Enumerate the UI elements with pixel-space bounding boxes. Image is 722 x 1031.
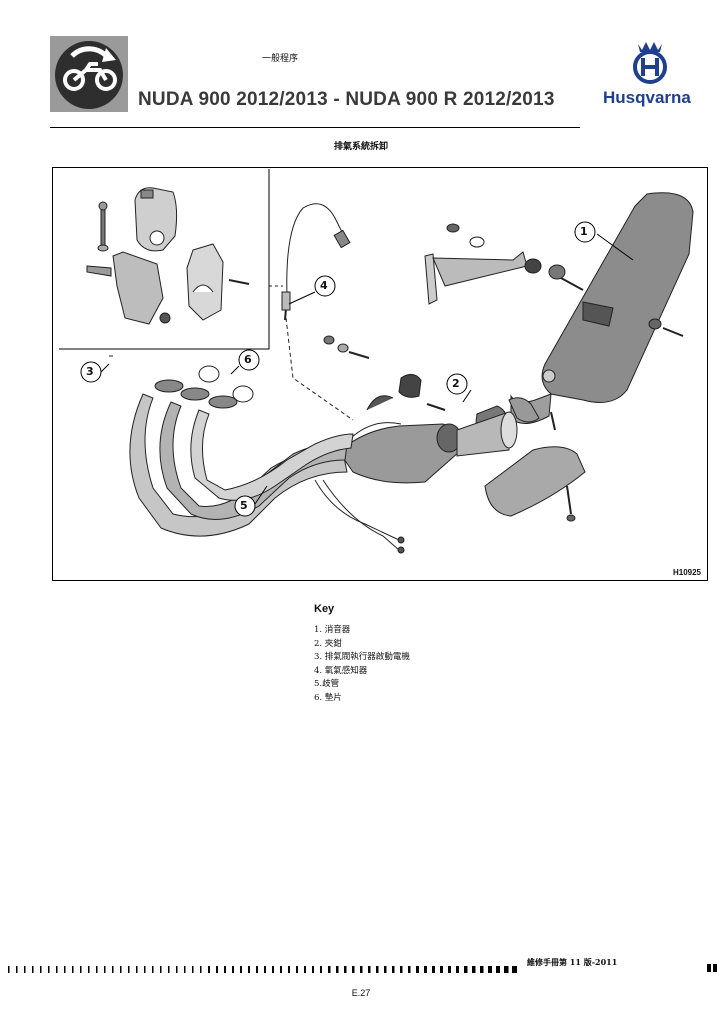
manual-edition: 維修手冊第 11 版-2011 xyxy=(527,957,618,967)
heat-shield xyxy=(484,411,586,522)
key-item: 4. 氧氣感知器 xyxy=(314,665,368,676)
oxygen-sensor xyxy=(281,203,354,421)
model-title: NUDA 900 2012/2013 - NUDA 900 R 2012/201… xyxy=(138,89,555,110)
footer-end-mark xyxy=(707,957,717,972)
hanger-bracket xyxy=(424,223,584,305)
actuator-cables xyxy=(314,479,405,554)
key-list: 1. 消音器 2. 夾鉗 3. 排氣閥執行器啟動電機 4. 氧氣感知器 5.歧管… xyxy=(314,624,410,705)
key-item: 6. 墊片 xyxy=(314,692,342,703)
catalyst-section xyxy=(338,395,518,484)
key-item: 5.歧管 xyxy=(314,679,340,689)
section-title: 一般程序 xyxy=(262,54,299,64)
muffler xyxy=(510,192,694,424)
key-item: 2. 夾鉗 xyxy=(314,638,342,649)
page-number: E.27 xyxy=(351,988,371,998)
gaskets xyxy=(198,365,254,403)
callout-number: 4 xyxy=(320,279,328,292)
footer-tick-bar xyxy=(8,958,518,973)
figure-code: H10925 xyxy=(672,568,701,577)
key-item: 1. 消音器 xyxy=(314,625,351,635)
husqvarna-crown-logo xyxy=(630,38,670,84)
motorcycle-removal-icon xyxy=(50,36,128,112)
callout-number: 3 xyxy=(86,365,94,378)
valve-pulley xyxy=(323,335,446,411)
callout-number: 2 xyxy=(452,377,460,390)
callout-number: 6 xyxy=(244,353,252,366)
brand-name: Husqvarna xyxy=(603,88,691,107)
key-item: 3. 排氣閥執行器啟動電機 xyxy=(314,652,410,662)
callout-number: 5 xyxy=(240,499,248,512)
callouts xyxy=(80,221,634,517)
callout-number: 1 xyxy=(580,225,588,238)
diagram-title: 排氣系統拆卸 xyxy=(333,142,388,152)
exhaust-exploded-diagram: 1 2 3 4 5 6 H10925 xyxy=(52,167,708,581)
key-heading: Key xyxy=(314,603,335,615)
header-divider xyxy=(50,127,580,128)
actuator-inset xyxy=(59,169,270,350)
